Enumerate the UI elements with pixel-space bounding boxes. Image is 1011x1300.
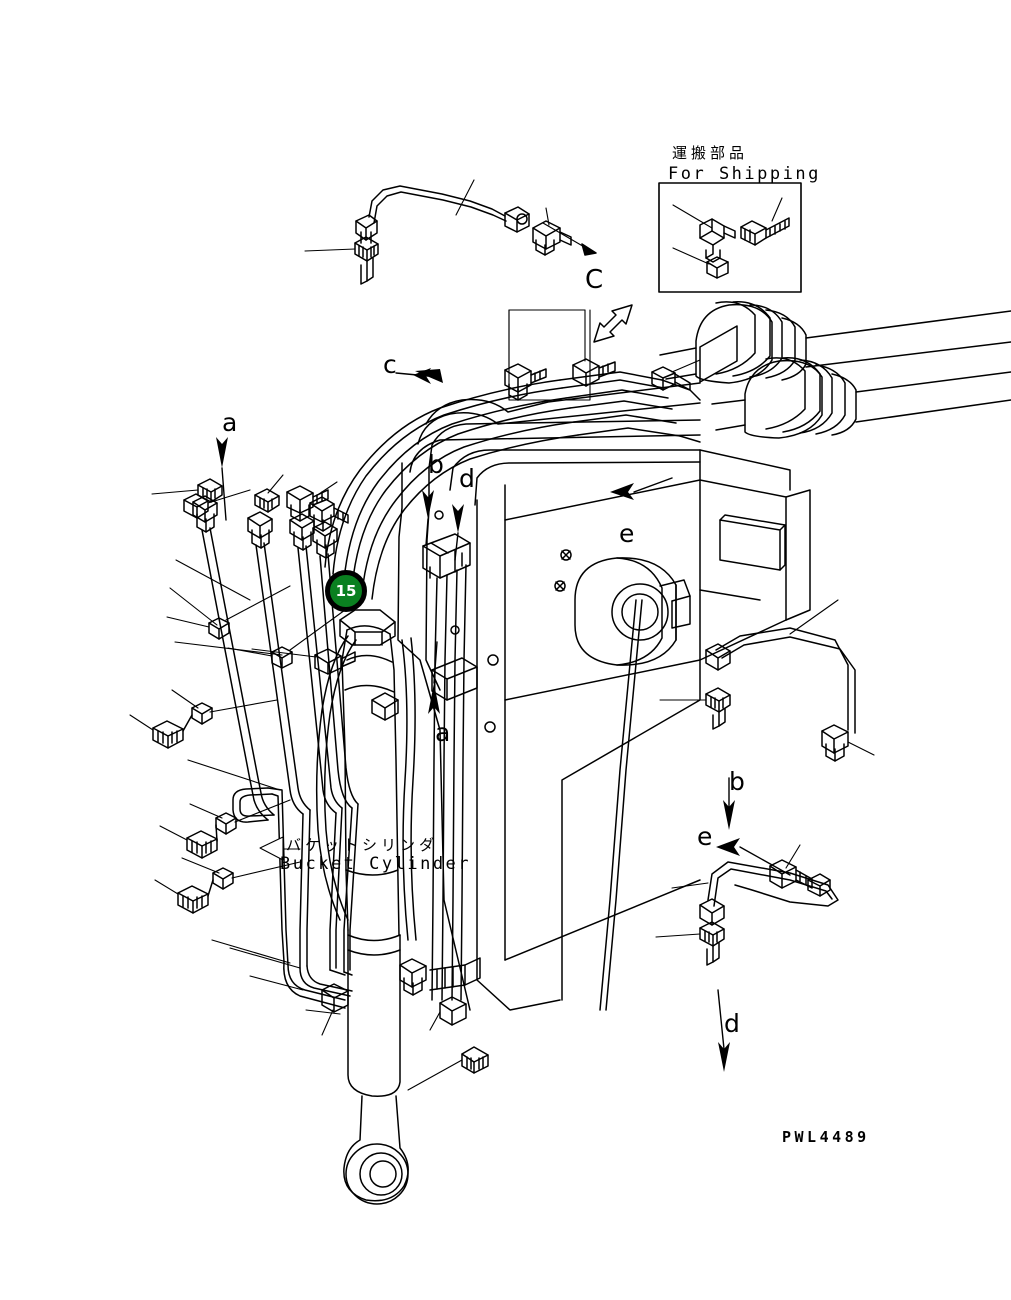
right-hose-assembly	[705, 599, 875, 762]
left-bolt-washer-group-2	[159, 799, 291, 859]
section-callout-d-lower-right: d	[724, 1009, 740, 1038]
shipping-box-pointer-arrow	[593, 304, 633, 343]
left-tube-fitting-2	[247, 511, 273, 549]
shipping-box-title-jp: 運搬部品	[672, 144, 749, 162]
highlight-marker-15[interactable]: 15	[325, 570, 367, 612]
lower-right-hose-assembly	[671, 844, 839, 926]
arm-main-body	[397, 382, 811, 1011]
left-upper-fittings	[151, 474, 349, 532]
section-callout-e-right: e	[619, 519, 635, 548]
lower-right-bolt	[655, 921, 725, 966]
shipping-box-frame	[658, 182, 802, 293]
section-callout-d-center: d	[459, 464, 475, 493]
lower-clamp-block	[431, 657, 478, 701]
section-callout-b-lower-right: b	[729, 767, 745, 796]
c-callout-arrowhead	[415, 369, 443, 383]
center-clamp-block	[422, 533, 471, 579]
left-tube-fitting-3	[289, 513, 315, 551]
bucket-cylinder	[251, 609, 409, 1205]
left-leader-lines	[169, 559, 341, 1015]
top-hose-assembly	[355, 179, 530, 244]
drawing-code: PWL4489	[782, 1128, 870, 1146]
shipping-box-contents	[672, 197, 790, 279]
section-callout-e-lower-right: e	[697, 822, 713, 851]
left-bolt-1	[183, 489, 251, 519]
right-bolt-upper	[659, 687, 731, 730]
upper-elbow-fitting-right	[532, 207, 597, 256]
component-label-en: Bucket Cylinder	[280, 854, 472, 874]
cylinder-lower-fittings	[321, 957, 489, 1091]
highlight-marker-number: 15	[335, 582, 357, 600]
arm-long-rod	[599, 599, 643, 1011]
callout-arrow-shafts	[221, 372, 791, 1050]
section-callout-b-center: b	[428, 450, 444, 479]
component-label-jp: バケットシリンダ	[286, 836, 439, 854]
center-connecting-hoses	[315, 635, 417, 941]
component-label-leader	[259, 836, 301, 861]
left-bolt-washer-group-3	[154, 857, 301, 914]
section-callout-a-center: a	[435, 718, 451, 747]
left-tube-fitting-4	[312, 521, 338, 559]
boom-cylinder-tubes	[659, 301, 1011, 439]
center-vertical-hoses	[431, 564, 467, 1001]
arm-top-hose-fittings	[504, 309, 701, 401]
section-callout-c-left: c	[383, 350, 397, 379]
left-nut-and-bolt-mid	[166, 585, 346, 669]
left-tube-runs	[201, 527, 359, 1009]
shipping-box-title-en: For Shipping	[668, 164, 821, 184]
upper-bolt-left	[304, 236, 379, 285]
arm-top-hoses	[324, 371, 701, 600]
section-callout-C-upper: C	[585, 265, 604, 295]
section-callout-a-upper-left: a	[222, 408, 238, 437]
left-bolt-washer-group-1	[129, 689, 278, 749]
arm-pivot-boss	[574, 557, 691, 666]
